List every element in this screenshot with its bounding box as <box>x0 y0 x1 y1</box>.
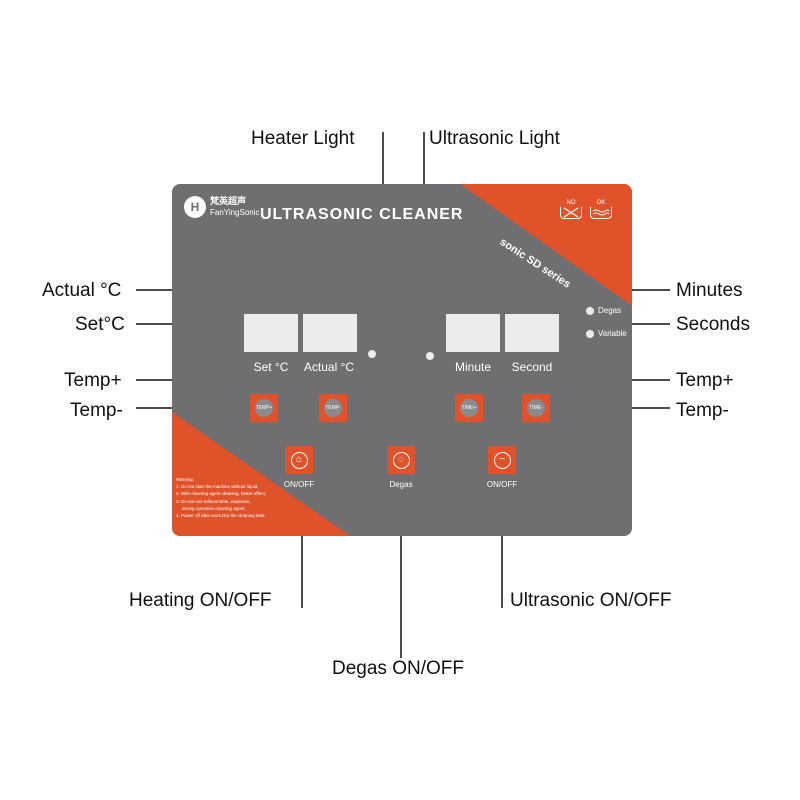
home-icon: ⌂ <box>290 451 308 469</box>
accent-triangle-bottom-left <box>172 412 350 536</box>
display-second <box>505 314 559 352</box>
warning-line: strong corrosive cleaning agent; <box>182 505 246 511</box>
label-set-temp: Set °C <box>253 360 289 374</box>
callout-seconds: Seconds <box>676 314 750 335</box>
label-actual-temp: Actual °C <box>303 360 355 374</box>
warning-line: 3. Do not use inflammable, explosive, <box>176 498 251 504</box>
callout-degas-onoff: Degas ON/OFF <box>332 658 464 679</box>
warning-line: 1. Do not start the machine without liqu… <box>176 484 259 490</box>
ultrasonic-light <box>426 352 434 360</box>
wave-icon: ~ <box>493 451 511 469</box>
callout-temp-minus-right: Temp- <box>676 400 729 421</box>
display-set-temp <box>244 314 298 352</box>
ultrasonic-onoff-button[interactable]: ~ <box>488 446 516 474</box>
wash-ok-icon: OK <box>588 200 614 219</box>
warning-title: Warning: <box>176 477 194 482</box>
temp-plus-button[interactable]: TEMP+ <box>250 394 278 422</box>
heater-light <box>368 350 376 358</box>
mode-variable-label: Variable <box>598 329 627 338</box>
callout-heating-onoff: Heating ON/OFF <box>129 590 272 611</box>
mode-degas-label: Degas <box>598 306 622 315</box>
control-panel: H 梵英超声 FanYingSonic ULTRASONIC CLEANER s… <box>172 184 632 536</box>
degas-onoff-label: Degas <box>389 480 413 489</box>
brand-logo: H 梵英超声 FanYingSonic <box>184 196 260 218</box>
callout-minutes: Minutes <box>676 280 743 301</box>
display-minute <box>446 314 500 352</box>
warning-line: 4. Power off after work.Dry the cleaning… <box>176 512 266 518</box>
mode-degas: Degas <box>586 306 621 315</box>
label-second: Second <box>511 360 553 374</box>
wash-no-label: NO <box>566 200 576 206</box>
callout-actual-c: Actual °C <box>42 280 122 301</box>
callout-temp-plus-right: Temp+ <box>676 370 734 391</box>
brand-name-en: FanYingSonic <box>210 207 260 217</box>
callout-ultrasonic-onoff: Ultrasonic ON/OFF <box>510 590 672 611</box>
callout-set-c: Set°C <box>75 314 125 335</box>
brand-name-cn: 梵英超声 <box>210 197 247 208</box>
label-minute: Minute <box>454 360 492 374</box>
panel-accent-shapes <box>172 184 632 536</box>
logo-mark-icon: H <box>184 196 206 218</box>
warning-line: 2. With cleaning agent cleaning, better … <box>176 491 266 497</box>
mode-variable: Variable <box>586 329 627 338</box>
wash-no-icon: NO <box>558 200 584 219</box>
mode-degas-dot <box>586 306 594 315</box>
accent-triangle-top-right <box>460 184 632 306</box>
time-minus-label: TIME- <box>527 399 545 417</box>
temp-minus-button[interactable]: TEMP- <box>319 394 347 422</box>
temp-plus-label: TEMP+ <box>255 399 273 417</box>
time-plus-button[interactable]: TIME+ <box>455 394 483 422</box>
callout-ultrasonic-light: Ultrasonic Light <box>429 128 560 149</box>
heating-onoff-button[interactable]: ⌂ <box>285 446 313 474</box>
degas-onoff-button[interactable]: ◌ <box>387 446 415 474</box>
heating-onoff-label: ON/OFF <box>283 480 315 489</box>
panel-title: ULTRASONIC CLEANER <box>260 206 464 223</box>
mode-variable-dot <box>586 329 594 338</box>
wash-ok-label: OK <box>596 200 606 206</box>
temp-minus-label: TEMP- <box>324 399 342 417</box>
callout-heater-light: Heater Light <box>251 128 355 149</box>
callout-temp-minus-left: Temp- <box>70 400 123 421</box>
callout-temp-plus-left: Temp+ <box>64 370 122 391</box>
ultrasonic-onoff-label: ON/OFF <box>486 480 518 489</box>
time-plus-label: TIME+ <box>460 399 478 417</box>
warning-text: Warning: 1. Do not start the machine wit… <box>176 476 326 519</box>
display-actual-temp <box>303 314 357 352</box>
time-minus-button[interactable]: TIME- <box>522 394 550 422</box>
degas-icon: ◌ <box>392 451 410 469</box>
